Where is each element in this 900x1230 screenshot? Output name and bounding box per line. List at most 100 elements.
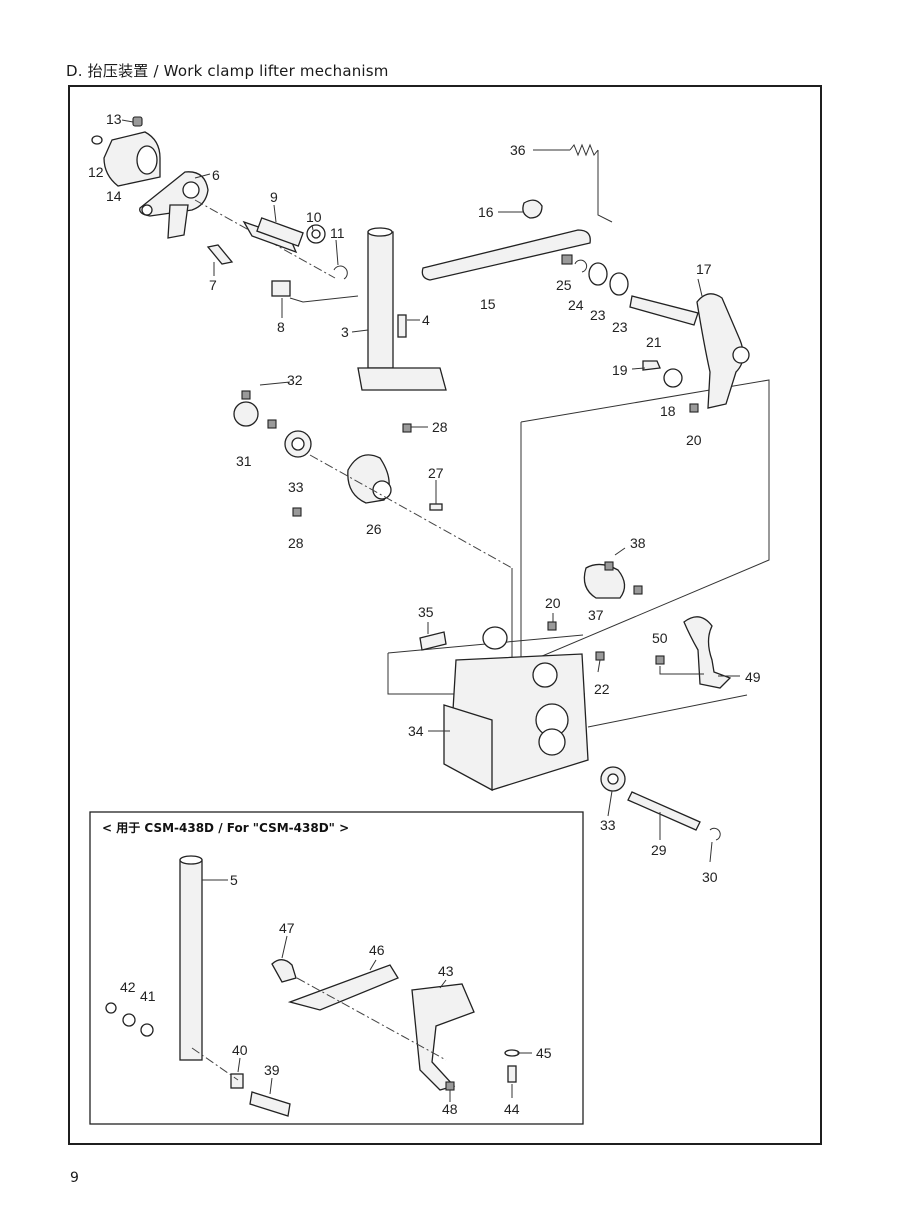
callout-41: 41: [140, 988, 156, 1004]
page-number: 9: [70, 1170, 79, 1186]
leader-lines: [121, 119, 740, 1102]
screw-39: [249, 1091, 291, 1117]
callout-9: 9: [270, 189, 278, 205]
projection-outline: [520, 379, 770, 666]
callout-42: 42: [120, 979, 136, 995]
callout-49: 49: [745, 669, 761, 685]
inset-parts: [105, 855, 520, 1117]
callout-23a: 23: [590, 307, 606, 323]
screw-22: [595, 651, 605, 661]
callout-12: 12: [88, 164, 104, 180]
callout-38: 38: [630, 535, 646, 551]
callout-47: 47: [279, 920, 295, 936]
washer-41: [140, 1023, 154, 1037]
callout-37: 37: [588, 607, 604, 623]
callout-33a: 33: [288, 479, 304, 495]
callout-35: 35: [418, 604, 434, 620]
screw-20a: [689, 403, 699, 413]
callout-32: 32: [287, 372, 303, 388]
screw-25: [561, 254, 573, 265]
callout-26: 26: [366, 521, 382, 537]
callout-34: 34: [408, 723, 424, 739]
washer-45: [504, 1049, 520, 1057]
nut-12: [91, 135, 103, 145]
callout-31: 31: [236, 453, 252, 469]
bolt-19: [642, 360, 661, 371]
callout-40: 40: [232, 1042, 248, 1058]
pin-27: [429, 503, 443, 511]
callout-11: 11: [330, 225, 345, 241]
callout-28b: 28: [288, 535, 304, 551]
sleeve-40: [230, 1073, 244, 1089]
housing-guide-right: [587, 694, 748, 728]
callout-19: 19: [612, 362, 628, 378]
shaft-29: [627, 791, 701, 831]
callout-5: 5: [230, 872, 238, 888]
callout-44: 44: [504, 1101, 520, 1117]
nut-42b: [122, 1013, 136, 1027]
callout-20b: 20: [545, 595, 561, 611]
callout-43: 43: [438, 963, 454, 979]
screw-35: [419, 631, 447, 651]
collar-14-face: [136, 145, 158, 175]
stud-16: [522, 199, 543, 219]
callout-25: 25: [556, 277, 572, 293]
callout-29: 29: [651, 842, 667, 858]
crank-6-arm: [167, 204, 189, 239]
shaft-21: [629, 295, 699, 326]
callout-10: 10: [306, 209, 322, 225]
callout-45: 45: [536, 1045, 552, 1061]
screw-32b: [267, 419, 277, 429]
screw-32a: [241, 390, 251, 400]
collar-31: [233, 401, 259, 427]
block-8: [271, 280, 291, 297]
callout-3: 3: [341, 324, 349, 340]
callout-22: 22: [594, 681, 610, 697]
callout-33b: 33: [600, 817, 616, 833]
callout-6: 6: [212, 167, 220, 183]
callout-30: 30: [702, 869, 718, 885]
callout-48: 48: [442, 1101, 458, 1117]
callout-24: 24: [568, 297, 584, 313]
bolt-47: [271, 959, 297, 983]
washer-23a: [588, 262, 608, 286]
callout-28a: 28: [432, 419, 448, 435]
crank-assembly: [91, 116, 336, 279]
callout-7: 7: [209, 277, 217, 293]
bracket-43: [411, 983, 475, 1091]
diagram-frame: [68, 85, 822, 1145]
screw-50: [655, 655, 665, 665]
callout-8: 8: [277, 319, 285, 335]
ring-24: [574, 259, 588, 273]
screw-38b: [633, 585, 643, 595]
callout-50: 50: [652, 630, 668, 646]
washer-23b: [609, 272, 629, 296]
callout-21: 21: [646, 334, 662, 350]
inset-title: < 用于 CSM-438D / For "CSM-438D" >: [102, 821, 349, 835]
gear-37: [583, 563, 626, 599]
housing-34: [443, 626, 589, 792]
retaining-ring-11: [333, 265, 348, 280]
lever-17: [696, 293, 744, 409]
callout-14: 14: [106, 188, 122, 204]
callout-27: 27: [428, 465, 444, 481]
screw-38a: [604, 561, 614, 571]
callout-numbers: 13 12 14 6 9 10 11 7 8 3 4 36 16 15 25 2…: [88, 111, 761, 1117]
callout-16: 16: [478, 204, 494, 220]
nut-42a: [105, 1002, 117, 1014]
screw-44: [507, 1065, 517, 1083]
spring-36: [533, 143, 599, 157]
callout-46: 46: [369, 942, 385, 958]
callout-23b: 23: [612, 319, 628, 335]
screw-28a: [402, 423, 412, 433]
inset-box: [89, 811, 584, 1125]
lifter-post-3: [357, 227, 447, 391]
pin-4: [397, 314, 407, 338]
post-5: [179, 859, 203, 1061]
callout-17: 17: [696, 261, 712, 277]
callout-13: 13: [106, 111, 122, 127]
link-15: [421, 229, 591, 281]
pin-7: [206, 244, 234, 265]
screw-48: [445, 1081, 455, 1091]
